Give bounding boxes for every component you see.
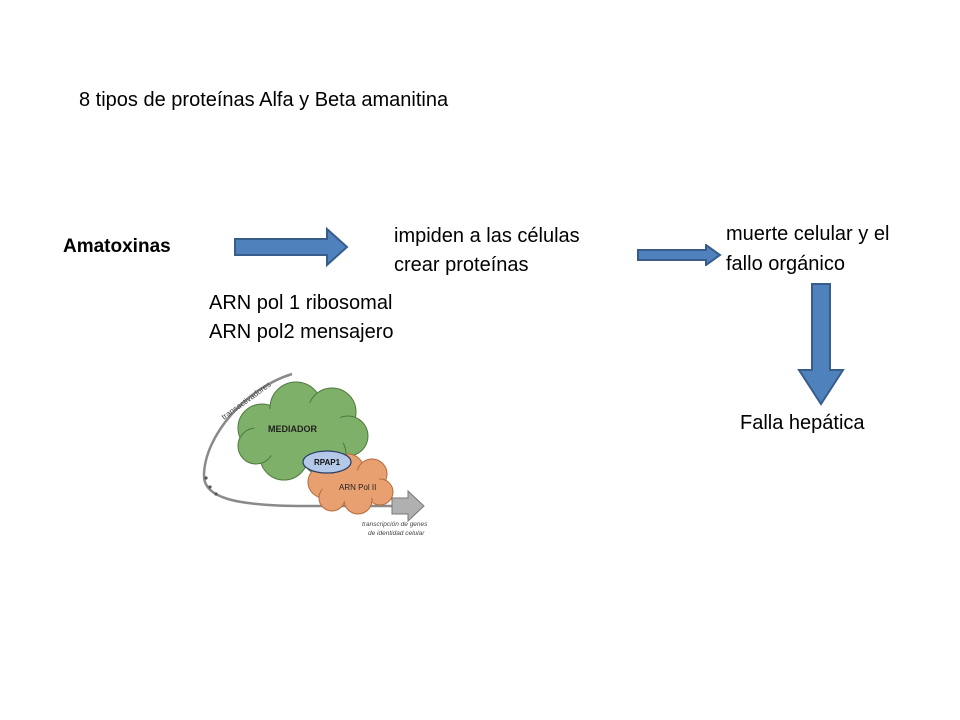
- muerte-line-1: muerte celular y el: [726, 223, 890, 245]
- slide-title: 8 tipos de proteínas Alfa y Beta amaniti…: [79, 89, 449, 111]
- caption-line-2: de identidad celular: [368, 530, 425, 537]
- rpap1-label: RPAP1: [314, 458, 341, 467]
- transcription-diagram: transactivadores MEDIADOR RPAP1 ARN Pol …: [202, 372, 428, 537]
- transcription-arrow-icon: [391, 489, 425, 523]
- rpap1-ellipse: [302, 450, 352, 474]
- arrow-down-icon: [797, 283, 845, 406]
- arn-pol-label: ARN Pol II: [339, 483, 376, 492]
- falla-hepatica-label: Falla hepática: [740, 412, 865, 434]
- arn-pol-cloud: [307, 453, 394, 515]
- arrow-right-icon: [234, 226, 349, 268]
- arn-line-1: ARN pol 1 ribosomal: [209, 292, 393, 314]
- arrow-right-small-icon: [637, 244, 722, 266]
- caption-line-1: transcripción de genes: [362, 521, 428, 528]
- dna-curve: [202, 372, 396, 508]
- mediador-cloud: [237, 381, 369, 481]
- impiden-line-1: impiden a las células: [394, 225, 580, 247]
- arn-line-2: ARN pol2 mensajero: [209, 321, 394, 343]
- amatoxinas-label: Amatoxinas: [63, 236, 171, 257]
- muerte-line-2: fallo orgánico: [726, 253, 845, 275]
- mediador-label: MEDIADOR: [268, 424, 317, 434]
- impiden-line-2: crear proteínas: [394, 254, 529, 276]
